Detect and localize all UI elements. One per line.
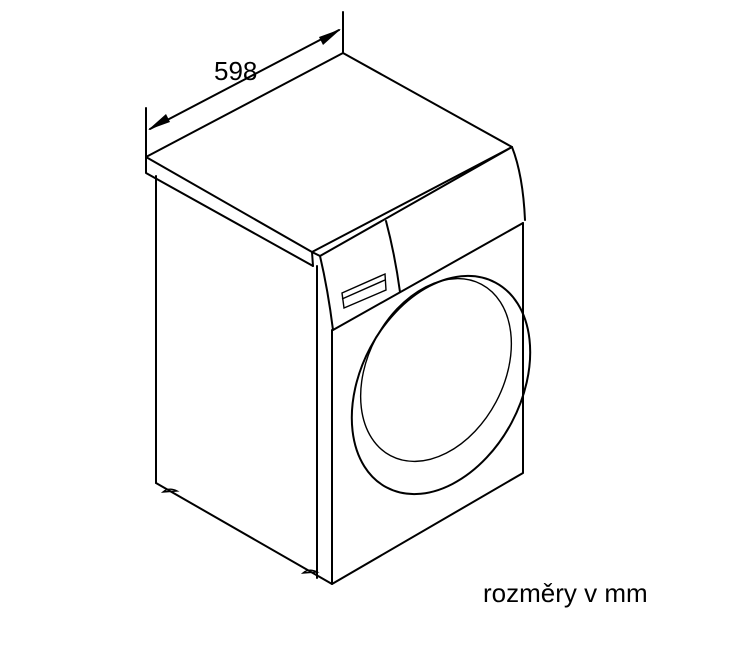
cabinet-body: [155, 175, 524, 585]
units-caption: rozměry v mm: [483, 578, 648, 608]
foot: [300, 569, 320, 574]
display-window: [341, 272, 387, 310]
width-dimension-label: 598: [214, 56, 258, 86]
top-panel: [145, 52, 513, 267]
door: [350, 274, 532, 496]
width-dimension-line: [145, 11, 344, 161]
foot: [160, 488, 180, 493]
